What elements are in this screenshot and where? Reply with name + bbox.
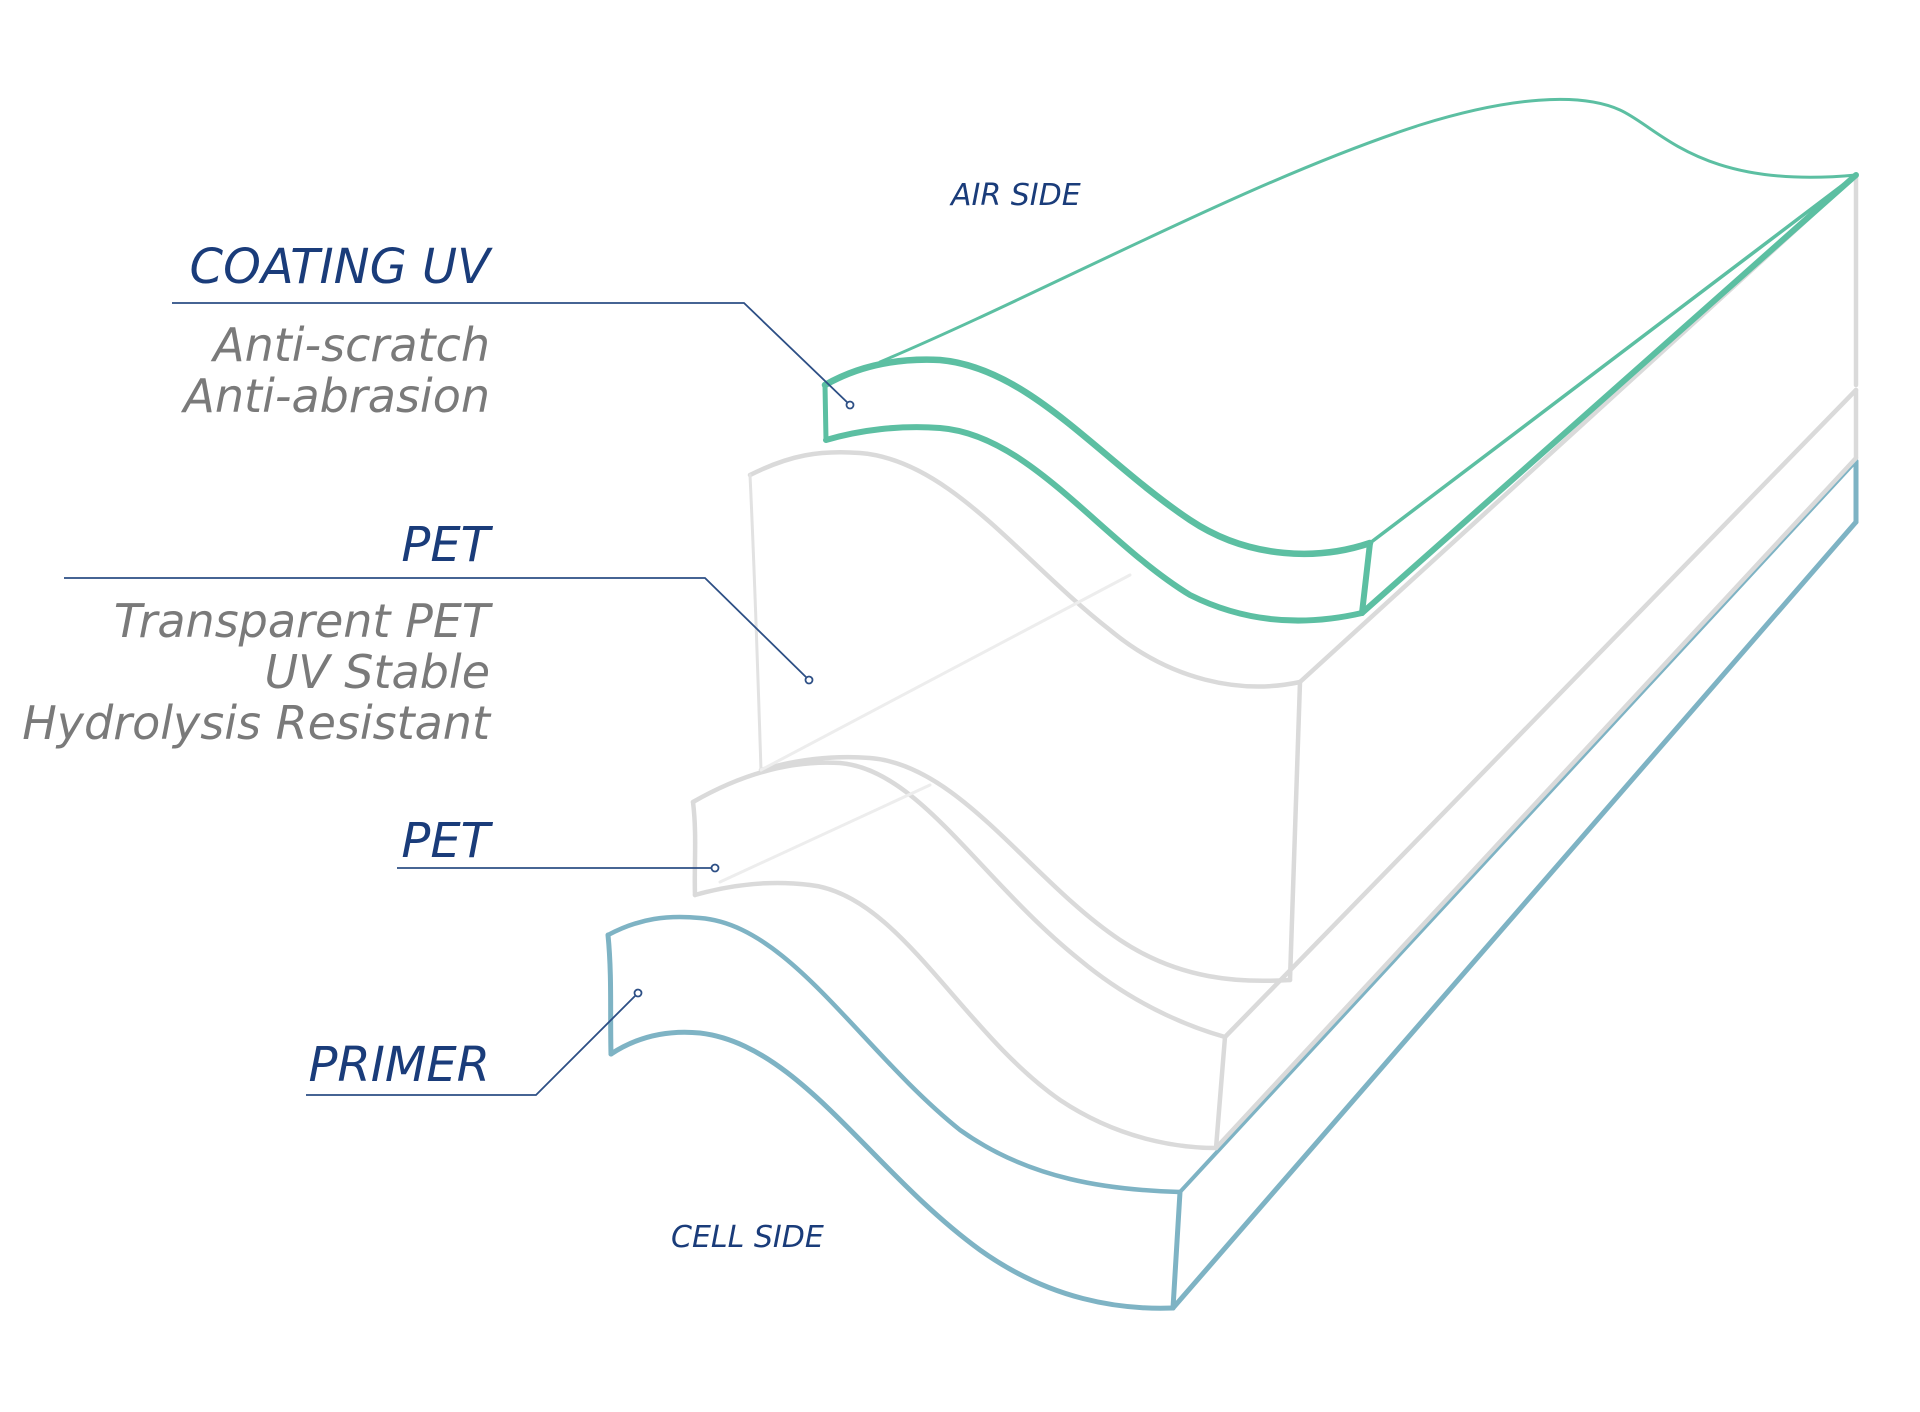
upper-pet-hidden-edge [759, 573, 1132, 772]
coating-uv-description-2: Anti-abrasion [180, 369, 490, 423]
upper-pet-description-1: Transparent PET [114, 594, 494, 648]
coating-front-top-edge [821, 356, 1374, 557]
upper-pet-description-2: UV Stable [265, 645, 490, 699]
primer-layer-drawing [605, 458, 1859, 1311]
air-side-label: AIR SIDE [949, 178, 1081, 213]
coating-uv-layer-drawing [821, 97, 1859, 624]
lower-pet-left-edge [690, 799, 698, 898]
upper-pet-title: PET [401, 517, 493, 573]
upper-pet-description-3: Hydrolysis Resistant [22, 696, 492, 750]
coating-uv-description-1: Anti-scratch [210, 318, 490, 372]
lower-pet-front-right-edge [1213, 1034, 1228, 1151]
upper-pet-layer-drawing [747, 172, 1859, 984]
lower-pet-title: PET [401, 813, 493, 869]
coating-uv-leader-dot [845, 400, 855, 410]
coating-uv-title: COATING UV [190, 239, 494, 295]
lower-pet-layer-drawing [690, 387, 1859, 1151]
coating-top-long-edge [1368, 173, 1858, 545]
cell-side-label: CELL SIDE [671, 1220, 824, 1255]
primer-left-edge [605, 932, 614, 1057]
primer-title: PRIMER [308, 1037, 490, 1093]
lower-pet-bottom-long-edge [1213, 455, 1859, 1151]
coating-back-top-edge [878, 97, 1858, 364]
coating-front-right-edge [1359, 540, 1373, 616]
primer-leader [306, 992, 639, 1096]
coating-uv-leader [172, 302, 851, 406]
upper-pet-leader-dot [804, 675, 814, 685]
labels: AIR SIDE CELL SIDE COATING UV Anti-scrat… [22, 178, 1081, 1255]
primer-leader-dot [633, 988, 643, 998]
coating-left-edge [822, 382, 829, 443]
upper-pet-leader [64, 577, 810, 681]
coating-front-bottom-edge [823, 424, 1365, 624]
primer-front-right-edge [1170, 1189, 1183, 1311]
primer-front-top-edge [605, 914, 1183, 1195]
primer-top-long-edge [1178, 459, 1858, 1194]
upper-pet-front-right-edge [1287, 679, 1303, 983]
upper-pet-front-bottom-edge [758, 754, 1293, 984]
leader-lines [64, 302, 855, 1096]
lower-pet-hidden-edge [718, 783, 932, 884]
lower-pet-front-top-edge [690, 760, 1228, 1040]
upper-pet-front-top-edge [747, 449, 1303, 689]
coating-bottom-long-edge [1359, 172, 1859, 616]
lower-pet-top-long-edge [1222, 387, 1859, 1040]
lower-pet-front-bottom-edge [692, 880, 1219, 1151]
primer-bottom-long-edge [1170, 519, 1859, 1311]
lower-pet-leader-dot [710, 863, 720, 873]
primer-front-bottom-edge [608, 1029, 1176, 1311]
